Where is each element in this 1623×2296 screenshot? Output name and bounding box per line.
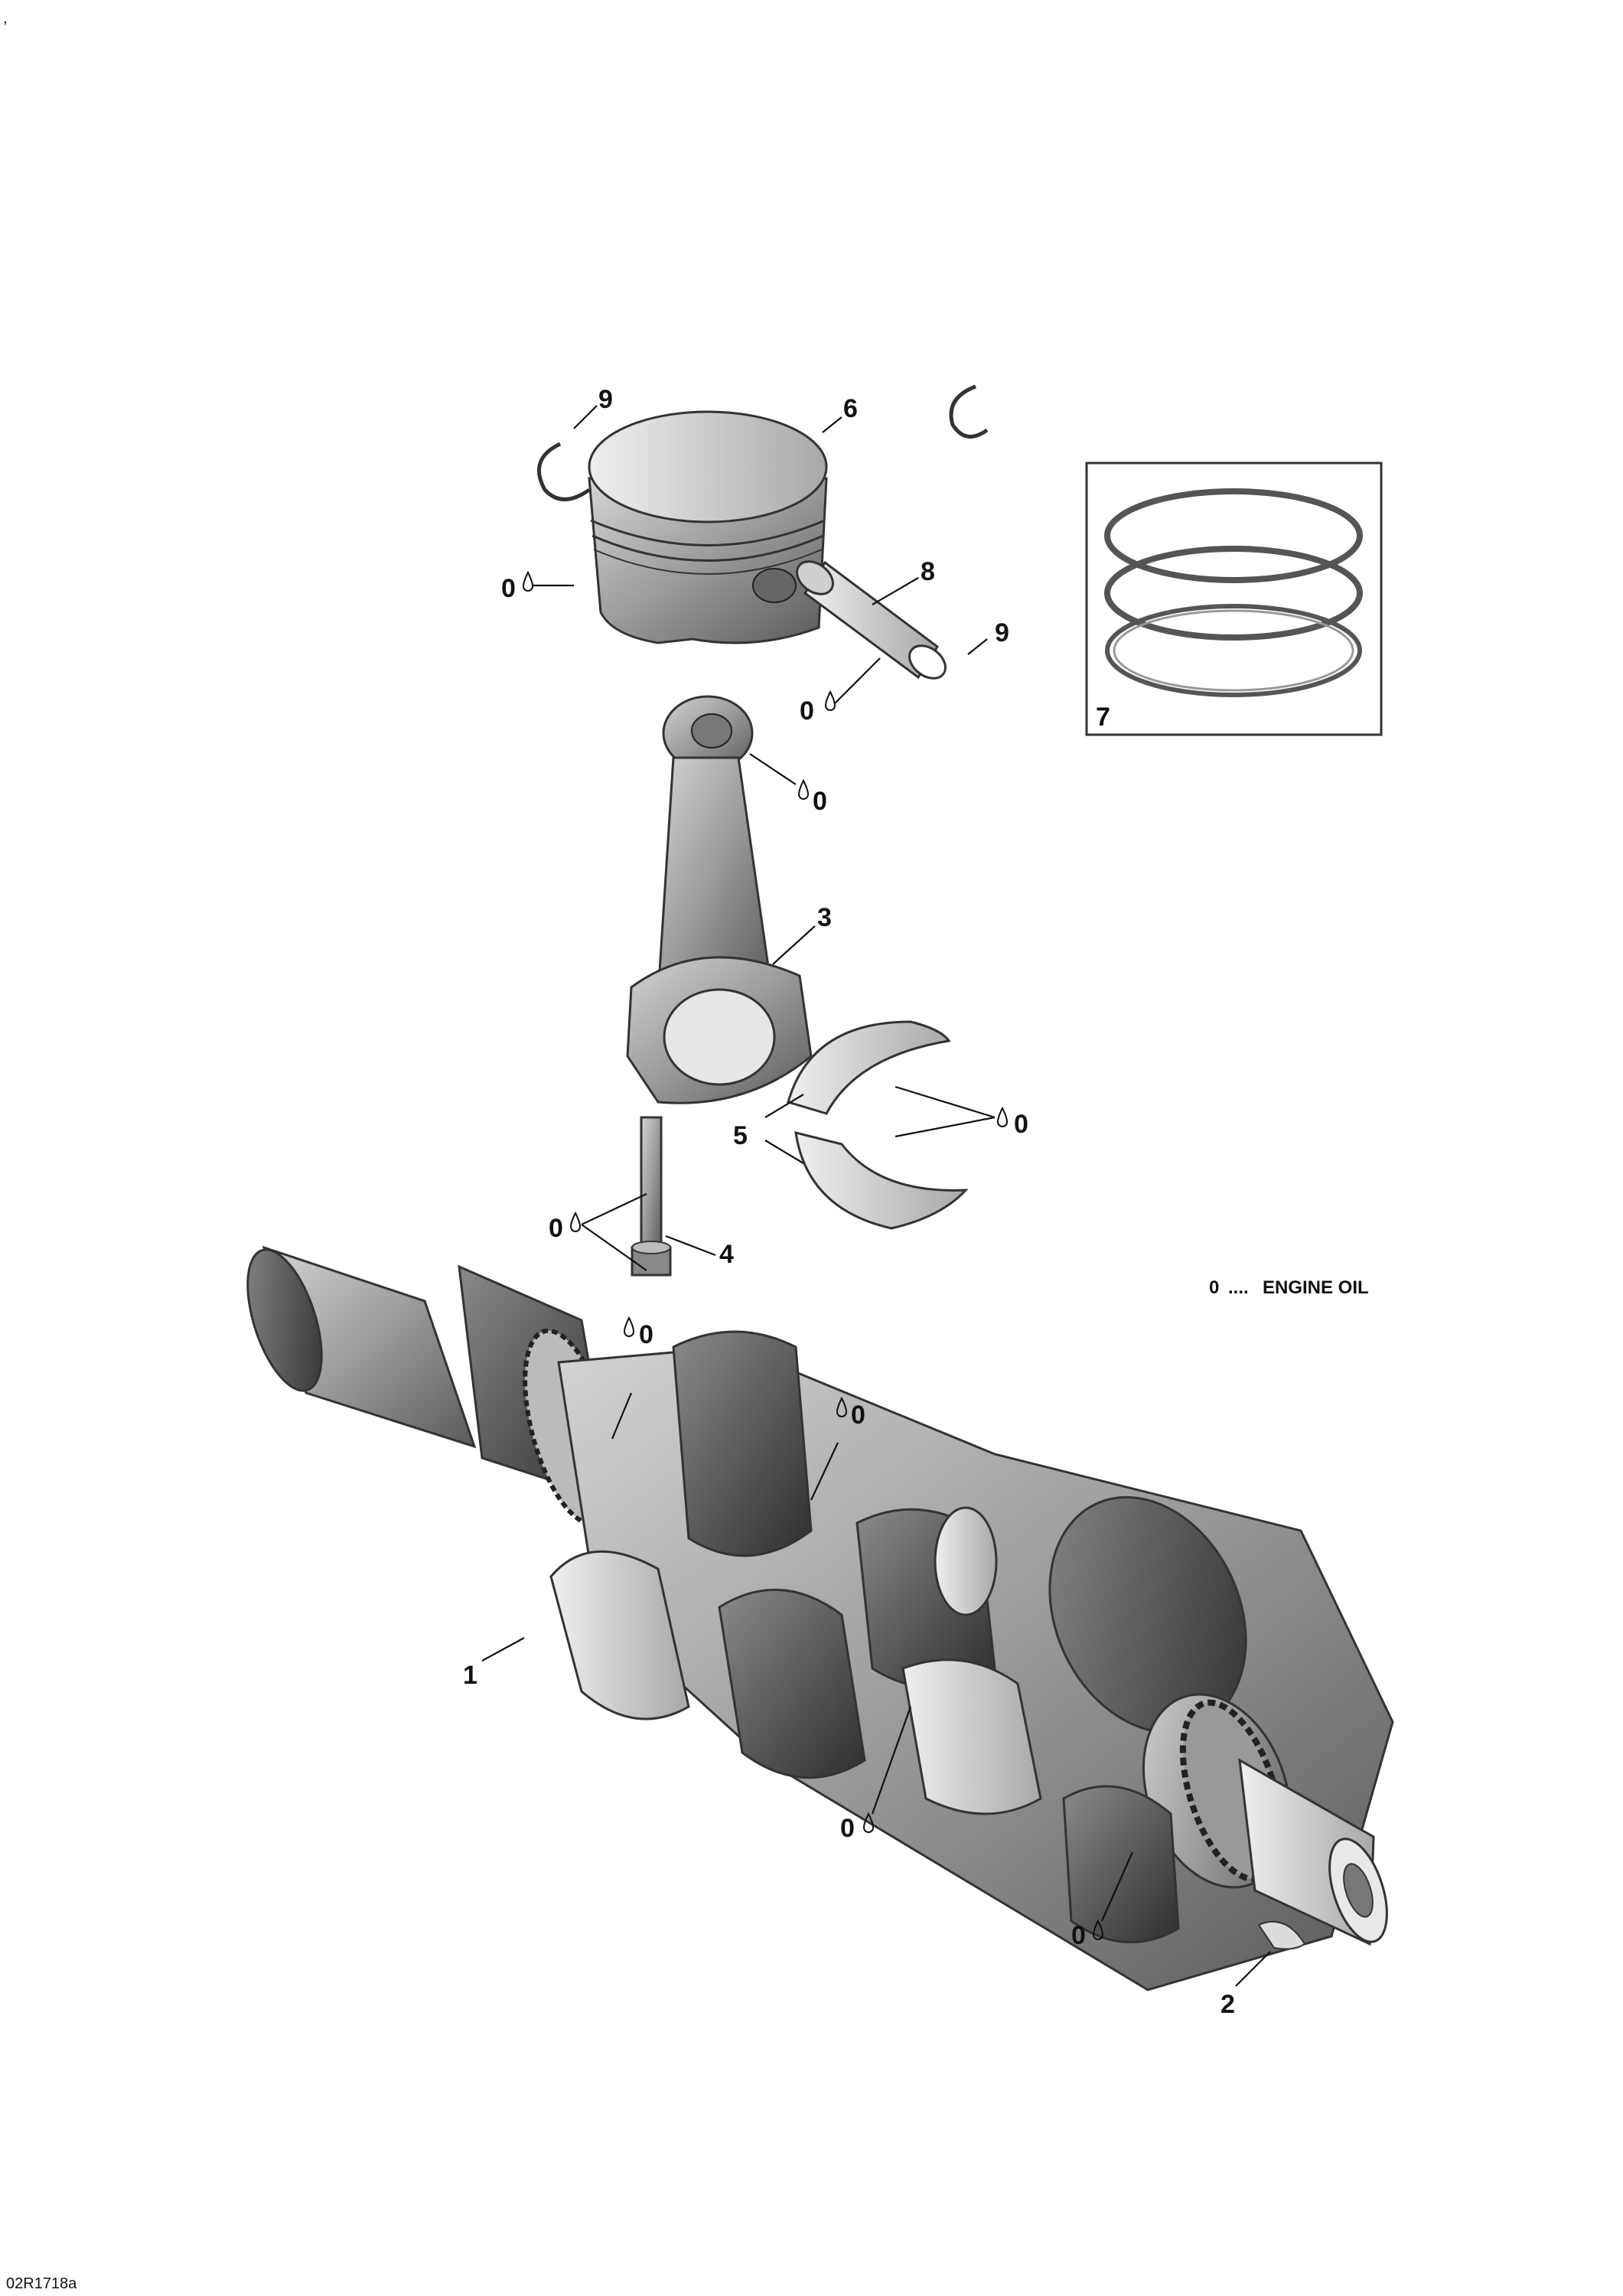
oil-drop-icon [797,778,810,800]
crankshaft [246,1245,1394,1991]
oil-mark: 0 [639,1320,653,1349]
oil-drop-icon [522,570,534,592]
rod-bolt [631,1116,672,1277]
connecting-rod [626,695,813,1104]
callout-4: 4 [719,1240,734,1269]
oil-drop-icon [623,1316,635,1337]
oil-drop-icon [1092,1919,1104,1940]
oil-drop-icon [824,690,836,711]
oil-drop-icon [836,1396,848,1417]
piston-ring-set [1085,461,1383,736]
drawing-code: 02R1718a [6,2275,77,2292]
piston-pin [796,560,947,680]
oil-mark: 0 [813,787,827,816]
bearing-shells [787,1020,969,1230]
oil-drop-icon [996,1106,1009,1127]
corner-mark: , [3,10,8,27]
callout-9-right: 9 [995,618,1009,647]
circlip-left [537,442,591,501]
leader-lines [481,405,1271,1987]
oil-mark: 0 [501,574,516,603]
circlip-right [949,384,989,439]
callout-3: 3 [817,903,832,932]
callout-6: 6 [843,394,858,423]
woodruff-key [1257,1921,1306,1950]
callout-1: 1 [463,1661,477,1690]
oil-mark: 0 [800,696,814,726]
callout-7: 7 [1096,703,1110,732]
callout-8: 8 [921,557,935,586]
legend-text: ENGINE OIL [1263,1277,1369,1298]
part-callouts: 1 2 3 4 5 6 7 8 9 9 [463,385,1235,2019]
callout-5: 5 [733,1121,748,1150]
oil-drop-icon [862,1812,875,1833]
oil-mark: 0 [851,1401,865,1430]
callout-2: 2 [1221,1990,1235,2019]
legend-symbol: 0 [1209,1277,1219,1298]
legend-separator: .... [1228,1277,1249,1298]
oil-drop-icon [569,1211,582,1232]
oil-mark: 0 [1014,1110,1028,1139]
oil-mark: 0 [840,1814,855,1843]
oil-mark: 0 [549,1214,563,1243]
oil-marks: 0 0 0 0 0 0 0 0 0 [501,574,1086,1950]
oil-mark: 0 [1071,1921,1086,1950]
oil-drop-icons [522,570,1104,1940]
callout-9-left: 9 [598,385,613,414]
piston [588,410,828,644]
legend: 0 .... ENGINE OIL [1209,1277,1369,1298]
